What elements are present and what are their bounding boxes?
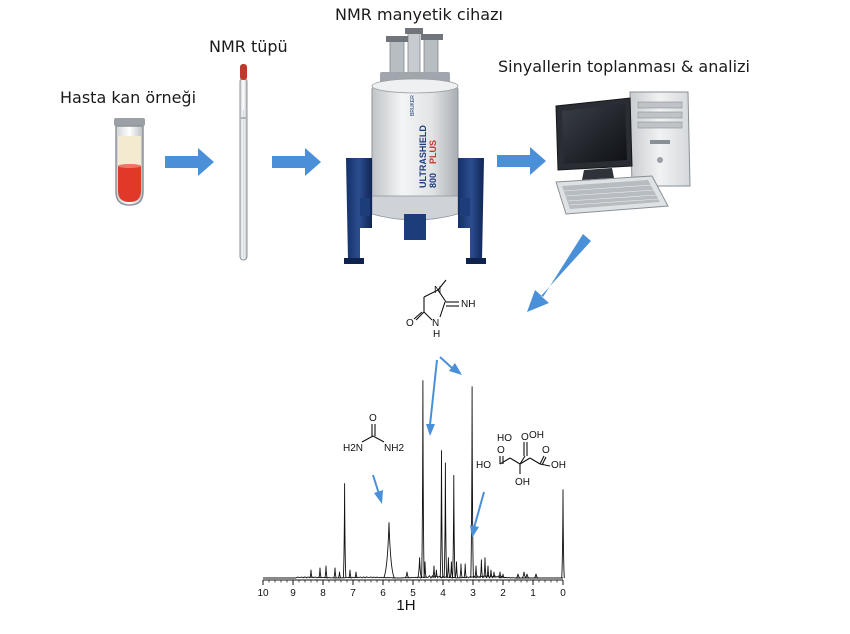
spectrum-baseline xyxy=(263,574,563,579)
computer-icon xyxy=(555,91,691,215)
spectrum-peak-4 xyxy=(337,571,342,579)
nmr-magnet-icon: ULTRASHIELD 800 PLUS BRUKER xyxy=(344,28,486,264)
spectrum-peak-23 xyxy=(470,386,474,579)
x-axis-label: 1H xyxy=(396,597,415,614)
spectrum-pointer-arrows xyxy=(372,356,485,538)
x-tick-label-8: 8 xyxy=(320,588,326,599)
spectrum-peak-21 xyxy=(459,563,463,579)
spectrum-peak-36 xyxy=(561,489,565,579)
spectrum-peak-33 xyxy=(521,571,527,579)
spectrum-peak-15 xyxy=(439,450,444,579)
spectrum-peak-6 xyxy=(348,569,352,579)
spectrum-peak-19 xyxy=(452,474,456,579)
arrow-diagonal xyxy=(527,234,591,312)
magnet-plus-text: PLUS xyxy=(428,140,438,164)
spectrum-peak-22 xyxy=(463,563,467,579)
citric-atom-oh-right: OH xyxy=(551,460,566,471)
creatinine-atom-nh: NH xyxy=(461,299,475,310)
nmr-tube-icon xyxy=(239,64,248,261)
urea-atom-nh2: NH2 xyxy=(384,443,404,454)
nmr-tube-label: NMR tüpü xyxy=(209,37,288,56)
magnet-logo-text: BRUKER xyxy=(410,95,416,116)
spectrum-peak-35 xyxy=(533,573,539,579)
x-tick-label-4: 4 xyxy=(440,588,446,599)
citric-atom-o-left: O xyxy=(497,445,505,456)
spectrum-peak-20 xyxy=(454,561,459,579)
x-tick-label-10: 10 xyxy=(257,588,269,599)
spectrum-peak-3 xyxy=(333,567,337,579)
nmr-device-label: NMR manyetik cihazı xyxy=(335,5,503,24)
x-tick-label-5: 5 xyxy=(410,588,416,599)
arrow-right-2 xyxy=(272,148,321,176)
creatinine-structure xyxy=(413,279,459,321)
x-tick-label-0: 0 xyxy=(560,588,566,599)
spectrum-peak-26 xyxy=(483,557,487,579)
citric-atom-o-top: O xyxy=(521,432,529,443)
spectrum-peak-5 xyxy=(342,483,347,579)
spectrum-peak-12 xyxy=(423,561,427,579)
spectrum-peak-17 xyxy=(446,557,451,579)
x-tick-label-9: 9 xyxy=(290,588,296,599)
spectrum-peaks xyxy=(309,380,565,579)
x-tick-label-2: 2 xyxy=(500,588,506,599)
x-tick-label-6: 6 xyxy=(380,588,386,599)
urea-structure xyxy=(361,424,385,443)
creatinine-atom-o: O xyxy=(406,318,414,329)
plasma-layer xyxy=(118,136,141,166)
blood-sample-label: Hasta kan örneği xyxy=(60,88,196,107)
keyboard-icon xyxy=(555,175,669,215)
creatinine-atom-n2: N xyxy=(432,318,439,329)
magnet-brand-text: ULTRASHIELD xyxy=(418,125,428,188)
spectrum-peak-34 xyxy=(524,573,530,579)
arrow-right-3 xyxy=(497,147,546,175)
spectrum-peak-11 xyxy=(421,380,425,579)
citric-atom-ho-top: HO xyxy=(497,433,512,444)
spectrum-peak-1 xyxy=(318,567,322,579)
spectrum-peak-32 xyxy=(515,573,521,579)
creatinine-atom-n1: N xyxy=(434,285,441,296)
urea-atom-h2n: H2N xyxy=(343,443,363,454)
magnet-model-text: 800 xyxy=(428,173,438,188)
urea-atom-o: O xyxy=(369,413,377,424)
x-tick-label-3: 3 xyxy=(470,588,476,599)
citric-atom-o-right: O xyxy=(542,445,550,456)
flow-arrows xyxy=(165,147,591,312)
analysis-label: Sinyallerin toplanması & analizi xyxy=(498,57,750,76)
citric-atom-oh-mid: OH xyxy=(515,477,530,488)
citric-atom-ho-left: HO xyxy=(476,460,491,471)
test-tube-icon xyxy=(114,118,145,206)
blood-layer xyxy=(118,166,141,202)
spectrum-peak-10 xyxy=(417,557,423,579)
spectrum-peak-25 xyxy=(479,559,484,579)
creatinine-atom-h: H xyxy=(433,329,440,340)
spectrum-peak-16 xyxy=(443,462,448,579)
citric-atom-oh-top: OH xyxy=(529,430,544,441)
arrow-right-1 xyxy=(165,148,214,176)
citric-acid-structure xyxy=(499,442,551,474)
spectrum-peak-8 xyxy=(383,522,395,579)
x-tick-label-1: 1 xyxy=(530,588,536,599)
spectrum-peak-2 xyxy=(324,565,328,579)
x-tick-label-7: 7 xyxy=(350,588,356,599)
